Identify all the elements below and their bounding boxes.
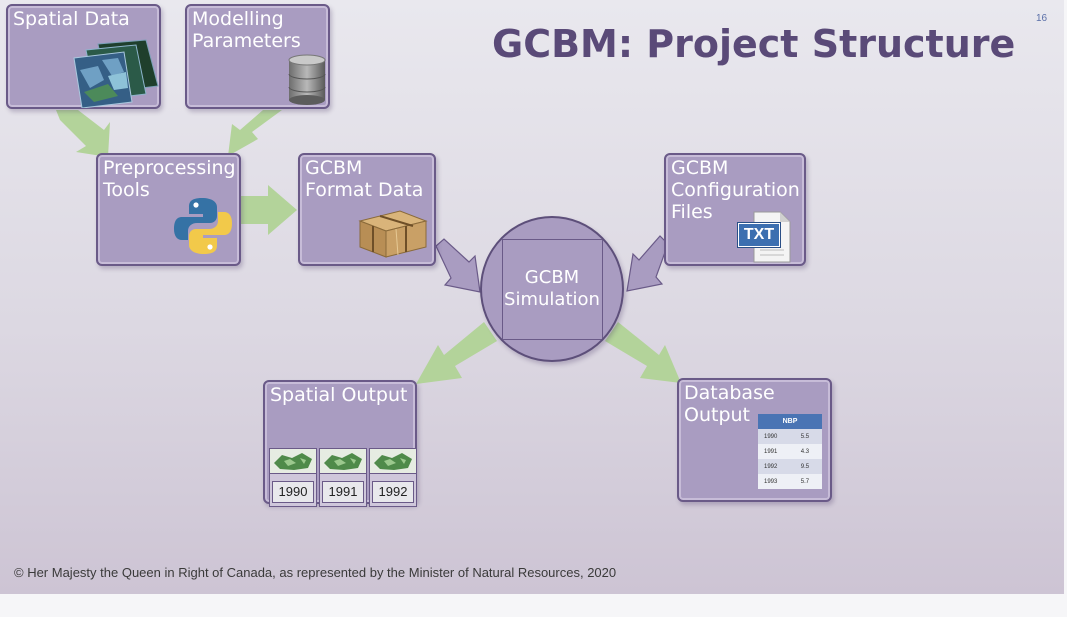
node-gcbm-simulation-label-line-1: GCBM bbox=[524, 267, 580, 288]
node-database-output-label-line-2: Output bbox=[684, 404, 750, 426]
node-gcbm-format-data: GCBM Format Data bbox=[298, 153, 436, 266]
table-cell-value: 5.7 bbox=[794, 474, 822, 489]
table-cell-value: 4.3 bbox=[794, 444, 822, 459]
node-modelling-parameters-label-line-1: Modelling bbox=[192, 8, 284, 30]
slide: GCBM: Project Structure 16 Spatial Data … bbox=[0, 0, 1064, 594]
year-label: 1992 bbox=[372, 481, 414, 503]
arrow-spatial-data-to-preprocessing bbox=[56, 110, 110, 157]
table-cell-year: 1992 bbox=[758, 459, 795, 474]
parcel-icon bbox=[358, 210, 428, 258]
python-logo-icon bbox=[174, 198, 232, 254]
year-map-tile: 1992 bbox=[369, 448, 417, 507]
year-label: 1990 bbox=[272, 481, 314, 503]
arrow-simulation-to-database-output bbox=[605, 322, 681, 383]
arrow-simulation-to-spatial-output bbox=[416, 322, 497, 384]
node-spatial-output-label: Spatial Output bbox=[270, 384, 408, 406]
arrow-parameters-to-preprocessing bbox=[228, 110, 282, 156]
node-gcbm-format-data-label-line-2: Format Data bbox=[305, 179, 424, 201]
page-title: GCBM: Project Structure bbox=[492, 22, 1016, 66]
spatial-output-year-maps: 1990 1991 1992 bbox=[269, 448, 417, 507]
table-cell-value: 5.5 bbox=[794, 429, 822, 444]
simulation-inner-square bbox=[502, 239, 603, 340]
node-gcbm-configuration-files-label-line-1: GCBM bbox=[671, 157, 729, 179]
table-cell-value: 9.5 bbox=[794, 459, 822, 474]
map-thumbnail-icon bbox=[270, 449, 316, 474]
arrow-format-data-to-simulation bbox=[435, 238, 481, 293]
flow-arrows bbox=[56, 110, 681, 384]
node-preprocessing-tools-label-line-2: Tools bbox=[103, 179, 150, 201]
database-cylinder-icon bbox=[288, 54, 326, 105]
map-thumbnail-icon bbox=[370, 449, 416, 474]
txt-file-icon: TXT bbox=[736, 210, 792, 264]
table-row: 1991 4.3 bbox=[758, 444, 822, 459]
nbp-table-header: NBP bbox=[758, 414, 822, 429]
txt-badge: TXT bbox=[737, 222, 781, 248]
node-spatial-data-label: Spatial Data bbox=[13, 8, 130, 30]
slide-number: 16 bbox=[1036, 13, 1048, 24]
year-map-tile: 1990 bbox=[269, 448, 317, 507]
node-gcbm-configuration-files: GCBM Configuration Files TXT bbox=[664, 153, 806, 266]
node-gcbm-simulation-label-line-2: Simulation bbox=[504, 289, 600, 310]
arrow-config-files-to-simulation bbox=[626, 235, 669, 292]
table-cell-year: 1990 bbox=[758, 429, 795, 444]
table-row: 1993 5.7 bbox=[758, 474, 822, 489]
node-modelling-parameters: Modelling Parameters bbox=[185, 4, 330, 109]
satellite-map-tiles-icon bbox=[73, 39, 159, 108]
table-cell-year: 1993 bbox=[758, 474, 795, 489]
map-thumbnail-icon bbox=[320, 449, 366, 474]
node-preprocessing-tools-label-line-1: Preprocessing bbox=[103, 157, 236, 179]
node-gcbm-simulation: GCBM Simulation bbox=[480, 216, 624, 362]
node-spatial-data: Spatial Data bbox=[6, 4, 161, 109]
table-row: 1992 9.5 bbox=[758, 459, 822, 474]
nbp-table: NBP 1990 5.5 1991 4.3 1992 9.5 1993 5.7 bbox=[758, 414, 822, 489]
year-map-tile: 1991 bbox=[319, 448, 367, 507]
node-database-output-label-line-1: Database bbox=[684, 382, 775, 404]
year-label: 1991 bbox=[322, 481, 364, 503]
copyright-footer: © Her Majesty the Queen in Right of Cana… bbox=[14, 565, 617, 580]
node-spatial-output: Spatial Output 1990 1991 bbox=[263, 380, 417, 507]
node-preprocessing-tools: Preprocessing Tools bbox=[96, 153, 241, 266]
arrow-preprocessing-to-format-data bbox=[241, 185, 297, 235]
node-database-output: Database Output NBP 1990 5.5 1991 4.3 19… bbox=[677, 378, 832, 502]
node-modelling-parameters-label-line-2: Parameters bbox=[192, 30, 301, 52]
node-gcbm-configuration-files-label-line-2: Configuration bbox=[671, 179, 800, 201]
node-gcbm-configuration-files-label-line-3: Files bbox=[671, 201, 713, 223]
node-gcbm-format-data-label-line-1: GCBM bbox=[305, 157, 363, 179]
table-row: 1990 5.5 bbox=[758, 429, 822, 444]
table-cell-year: 1991 bbox=[758, 444, 795, 459]
